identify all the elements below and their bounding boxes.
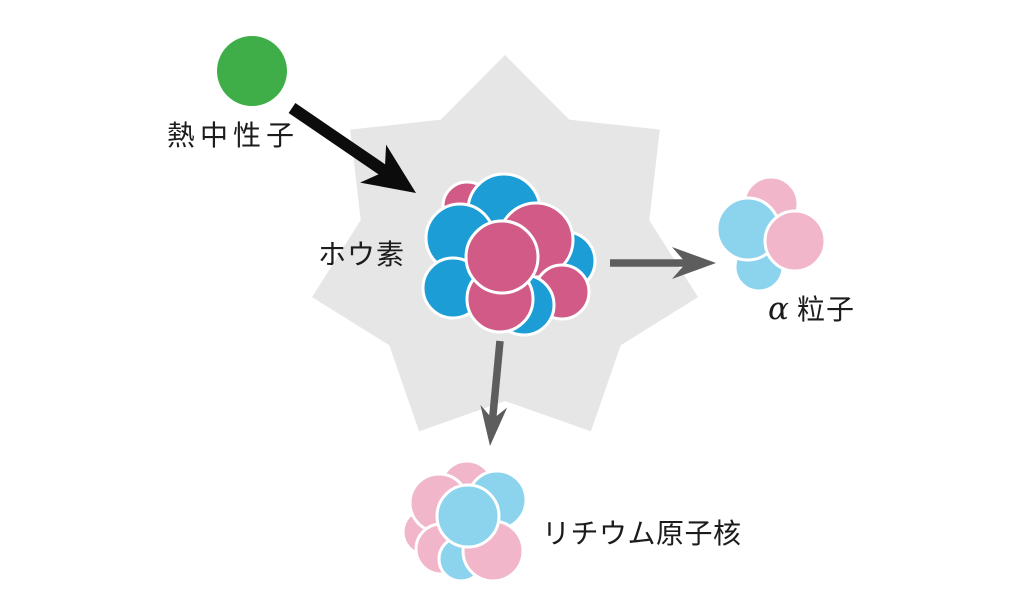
lithium-nucleus-cluster [401, 459, 528, 583]
lithium-emission-arrowhead-icon [480, 404, 508, 446]
alpha-particle-cluster [715, 175, 827, 293]
boron-nucleon-circle [464, 219, 540, 295]
boron-nucleus [421, 172, 597, 337]
lithium-emission-arrow [480, 340, 508, 446]
neutron-impact-arrow-shaft [288, 103, 389, 177]
lithium-nucleon-circle [435, 483, 501, 549]
alpha-emission-arrow [610, 247, 716, 279]
lithium-nucleus-label: リチウム原子核 [542, 517, 742, 550]
thermal-neutron-particle [217, 36, 287, 106]
neutron-impact-arrowhead-icon [360, 144, 416, 193]
thermal-neutron-label: 熱中性子 [167, 119, 300, 152]
neutron-nucleon-circle [217, 36, 287, 106]
lithium-emission-arrow-shaft [488, 340, 504, 420]
alpha-symbol: α [768, 291, 790, 327]
alpha-particle-label-text: 粒子 [796, 293, 855, 326]
neutron-impact-arrow [288, 103, 416, 193]
alpha-nucleon-circle [763, 209, 827, 273]
alpha-emission-arrowhead-icon [672, 247, 716, 279]
boron-label: ホウ素 [318, 238, 406, 271]
